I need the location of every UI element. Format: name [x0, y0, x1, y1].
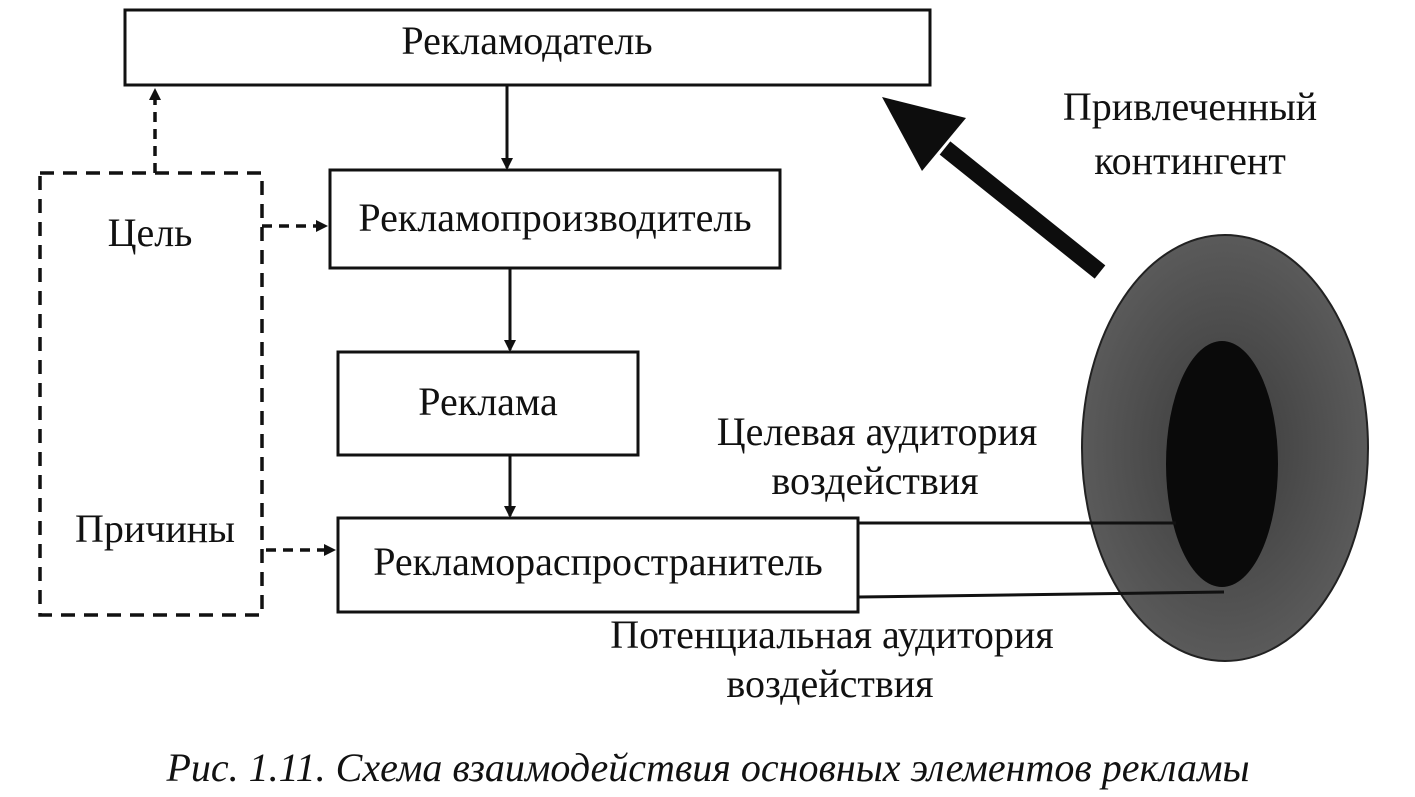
factors-dashed-box	[38, 171, 264, 617]
target-audience-line1: Целевая аудитория	[717, 409, 1038, 454]
reasons-label: Причины	[75, 506, 235, 551]
producer-box	[328, 168, 782, 270]
attracted-contingent-arrowhead	[882, 97, 966, 171]
attracted-contingent-line2: контингент	[1094, 138, 1286, 183]
potential-audience-line	[857, 590, 1225, 599]
advertiser-box	[123, 8, 932, 87]
attracted-contingent-arrow-shaft	[939, 141, 1106, 279]
potential-audience-line2: воздействия	[726, 661, 933, 706]
advertisement-label: Реклама	[418, 379, 558, 424]
advertisement-box	[336, 350, 640, 457]
distributor-box	[336, 516, 860, 614]
figure-caption: Рис. 1.11. Схема взаимодействия основных…	[165, 745, 1249, 790]
distributor-label: Рекламораспространитель	[373, 539, 823, 584]
target-audience-line2: воздействия	[771, 458, 978, 503]
potential-audience-line1: Потенциальная аудитория	[610, 612, 1053, 657]
producer-label: Рекламопроизводитель	[358, 195, 751, 240]
advertiser-label: Рекламодатель	[401, 18, 652, 63]
goal-label: Цель	[108, 210, 193, 255]
attracted-contingent-line1: Привлеченный	[1063, 84, 1317, 129]
audience-inner-core	[1166, 341, 1278, 587]
